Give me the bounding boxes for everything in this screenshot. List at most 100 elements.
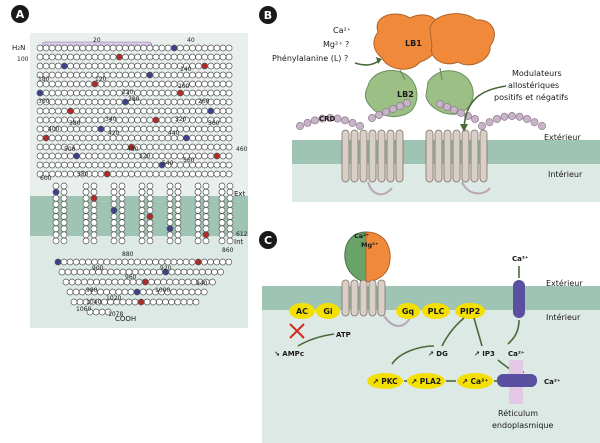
residue-bead [146, 182, 154, 190]
residue-bead [109, 107, 117, 115]
residue-bead [137, 298, 145, 306]
residue-bead [195, 152, 202, 160]
cytosolic-calcium-label: Ca²⁺ [508, 350, 525, 358]
residue-bead [73, 152, 80, 160]
residue-bead [73, 53, 80, 61]
residue-number: 200 [178, 83, 190, 90]
residue-bead [134, 107, 141, 115]
residue-bead [146, 89, 154, 97]
panel-b: B Extérieur Intérieur LB1 LB2 CRD Ca²⁺ M… [259, 6, 600, 202]
residue-bead [170, 152, 178, 160]
residue-number: 460 [236, 146, 248, 153]
pip2-to-ip3-arrow [473, 317, 483, 347]
residue-bead [152, 80, 160, 88]
residue-bead [207, 107, 215, 115]
residue-bead [54, 107, 62, 115]
residue-bead [158, 107, 166, 115]
residue-bead [200, 288, 208, 296]
residue-bead [170, 98, 178, 106]
residue-bead [140, 143, 148, 151]
residue-bead [128, 44, 135, 52]
residue-bead [118, 182, 126, 190]
crd-bead [493, 114, 501, 123]
residue-bead [158, 152, 166, 160]
residue-bead [152, 71, 160, 79]
residue-bead [85, 134, 93, 142]
residue-bead [61, 62, 68, 70]
residue-bead [134, 116, 141, 124]
residue-bead [73, 44, 80, 52]
residue-bead [110, 207, 118, 214]
crd-bead [375, 111, 383, 119]
residue-bead [194, 231, 202, 239]
residue-bead [164, 170, 172, 178]
crd-bead [457, 109, 465, 117]
residue-bead [219, 80, 227, 88]
residue-bead [138, 200, 146, 208]
residue-bead [115, 152, 123, 160]
crd-bead [508, 112, 516, 120]
dg-to-pkc-arrow [391, 345, 435, 365]
transmembrane-helix [350, 279, 359, 317]
residue-bead [82, 188, 90, 196]
residue-bead [170, 71, 178, 79]
residue-bead [92, 308, 100, 316]
residue-bead [195, 170, 202, 178]
residue-bead [164, 107, 172, 115]
residue-bead [90, 188, 98, 196]
residue-bead [150, 268, 157, 276]
residue-bead [36, 53, 44, 61]
transmembrane-helix [434, 129, 443, 183]
residue-bead [184, 278, 192, 286]
residue-bead [207, 62, 215, 70]
residue-bead [164, 62, 172, 70]
modulators-line1: Modulateurs [512, 69, 562, 78]
residue-bead [146, 143, 154, 151]
residue-bead [79, 258, 86, 266]
residue-bead [201, 116, 209, 124]
residue-bead [82, 231, 90, 239]
residue-bead [79, 107, 87, 115]
protein-plc [422, 303, 450, 319]
residue-bead [36, 125, 44, 133]
residue-bead [225, 53, 233, 61]
residue-bead [61, 134, 68, 142]
residue-bead [36, 143, 44, 151]
residue-bead [146, 125, 154, 133]
residue-bead [205, 268, 212, 276]
residue-bead [146, 213, 154, 220]
residue-bead [218, 231, 226, 239]
residue-bead [202, 231, 210, 239]
residue-bead [201, 80, 209, 88]
residue-bead [103, 89, 111, 97]
residue-bead [128, 53, 135, 61]
residue-bead [146, 194, 154, 202]
residue-bead [85, 116, 93, 124]
c-tail-left [367, 181, 393, 196]
residue-bead [226, 207, 234, 214]
residue-bead [160, 278, 167, 286]
protein-gq [396, 303, 420, 319]
residue-bead [140, 80, 148, 88]
transmembrane-helix [395, 129, 404, 183]
residue-bead [135, 278, 143, 286]
residue-bead [122, 125, 129, 133]
protein-gi-label: Gi [323, 307, 333, 316]
residue-number: 420 [108, 130, 120, 137]
residue-bead [158, 170, 166, 178]
residue-bead [183, 44, 190, 52]
transmembrane-helix [359, 129, 368, 183]
residue-bead [60, 182, 68, 190]
lb2-label: LB2 [397, 90, 414, 99]
residue-bead [225, 258, 233, 266]
residue-bead [110, 188, 118, 196]
residue-bead [218, 237, 226, 245]
residue-bead [189, 44, 196, 52]
residue-bead [131, 298, 139, 306]
crd-bead [515, 112, 524, 121]
residue-bead [82, 237, 90, 245]
residue-bead [118, 237, 126, 245]
residue-bead [219, 170, 227, 178]
residue-bead [140, 89, 148, 97]
residue-bead [189, 53, 196, 61]
